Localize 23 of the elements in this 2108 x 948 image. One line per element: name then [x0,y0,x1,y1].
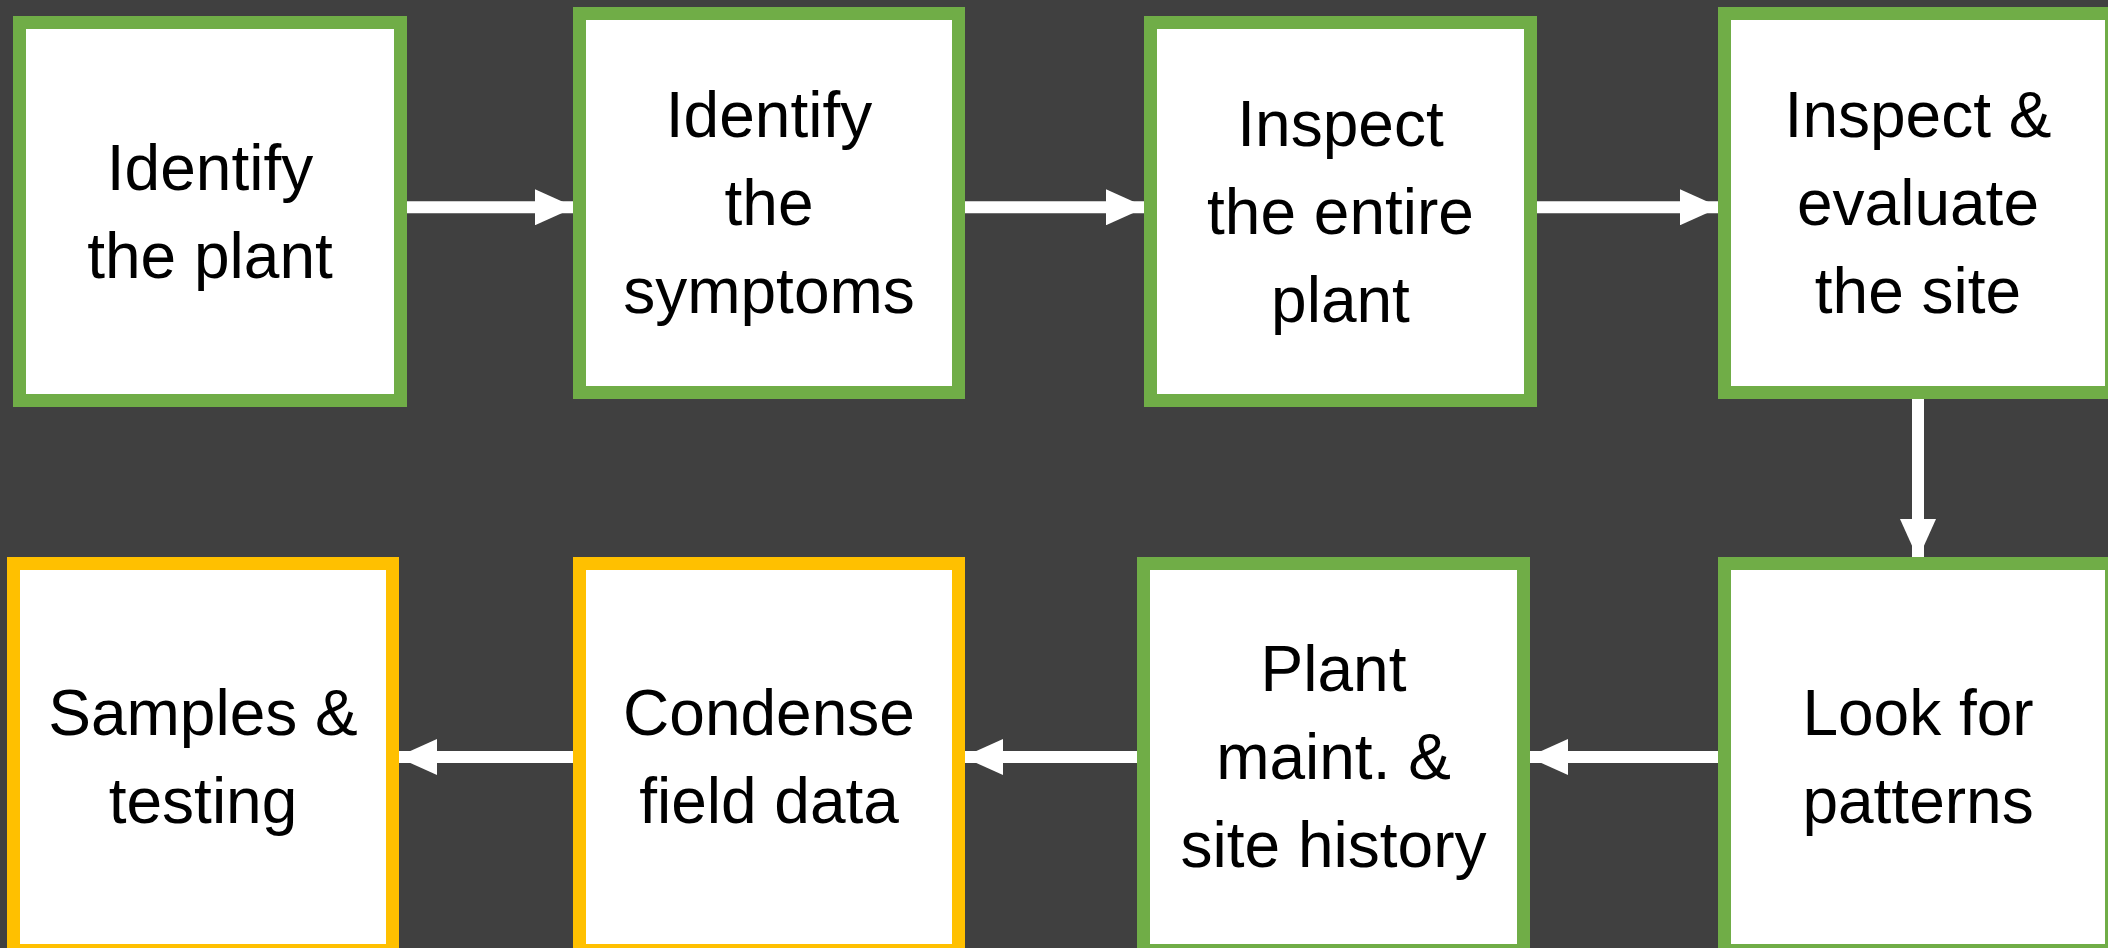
arrow [407,189,575,226]
step-label: Identify the symptoms [622,78,916,329]
arrow [965,189,1146,226]
step-label: Inspect & evaluate the site [1783,78,2053,329]
arrow [963,739,1137,775]
step-box [573,557,965,948]
step-label: Inspect the entire plant [1206,86,1475,338]
step-label: Plant maint. & site history [1179,632,1488,883]
step-box [1137,557,1530,948]
step-label: Condense field data [622,676,916,839]
arrow [1528,739,1718,775]
step-box [1144,16,1537,407]
step-label: Samples & testing [48,676,358,839]
step-box [1718,557,2108,948]
arrow [1537,189,1720,226]
arrow [1900,399,1936,559]
step-box [573,7,965,399]
arrow [397,739,573,775]
step-label: Look for patterns [1801,676,2035,839]
step-box [7,557,399,948]
step-box [1718,7,2108,399]
step-box [13,16,407,407]
step-label: Identify the plant [86,130,334,294]
